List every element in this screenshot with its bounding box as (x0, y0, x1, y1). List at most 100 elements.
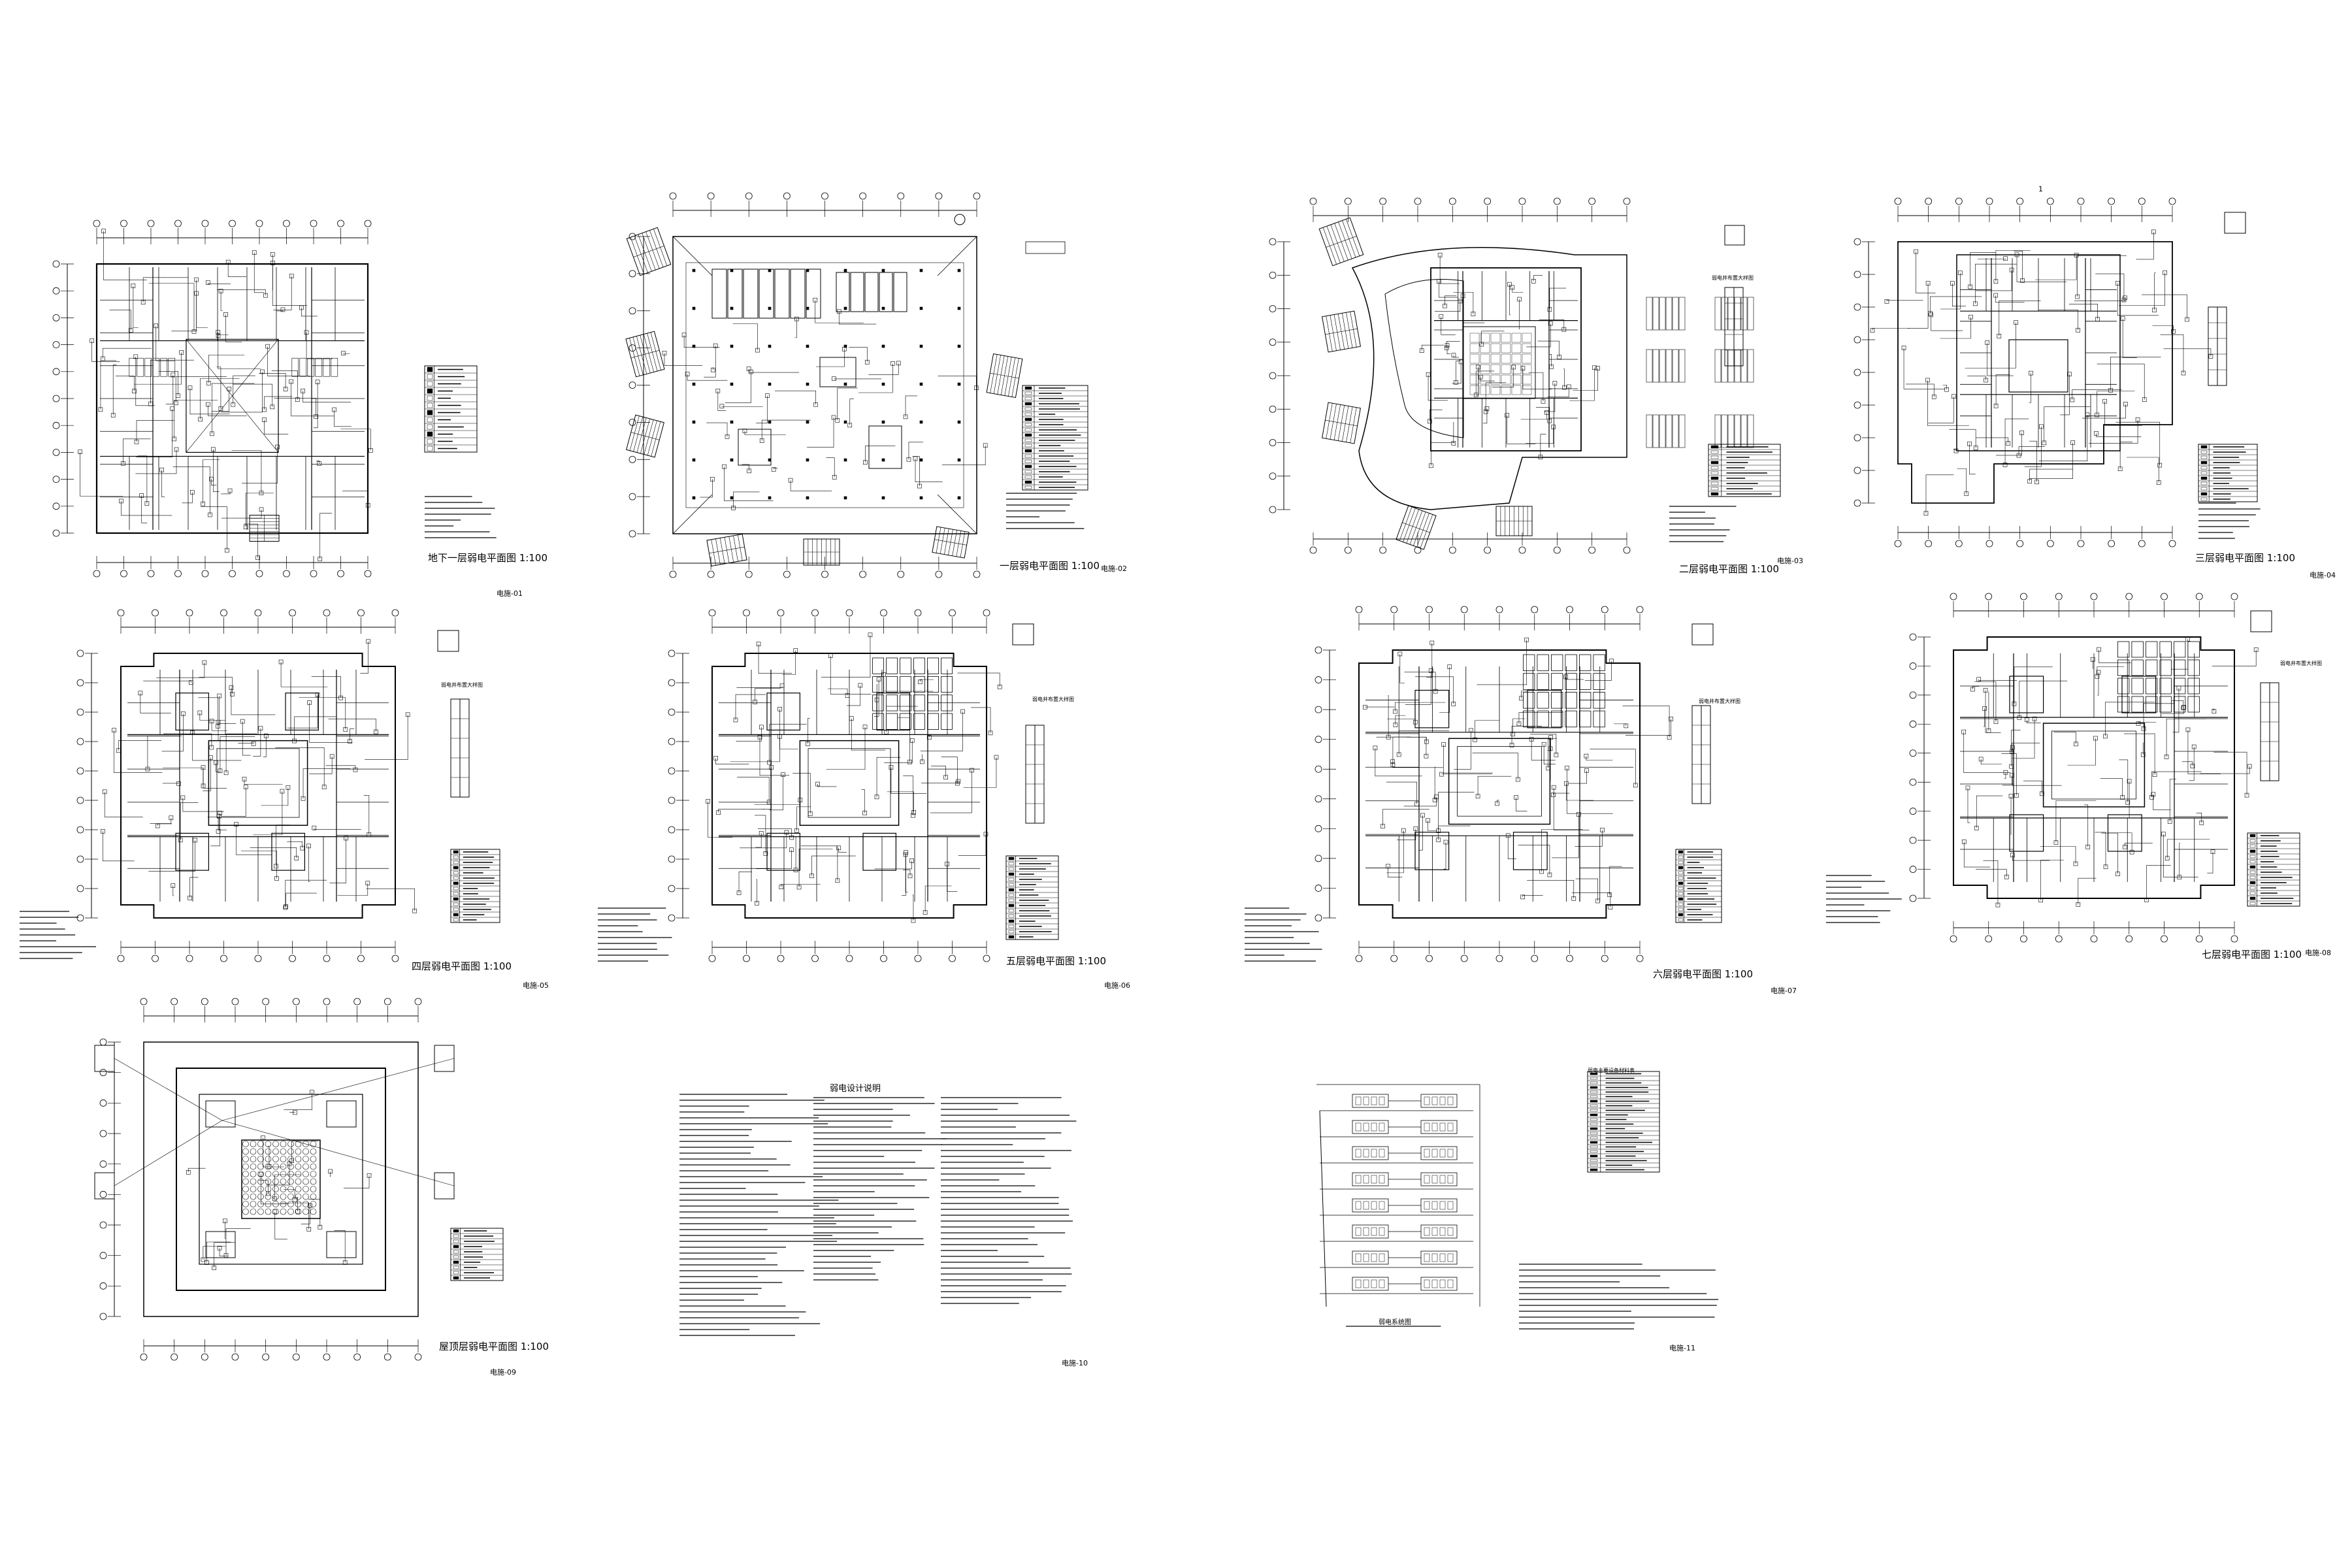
axis-bubble (1269, 271, 1277, 279)
cable-run (218, 816, 227, 830)
outlet-symbol (306, 843, 311, 849)
skylight-cell (250, 1141, 257, 1147)
cable-run (759, 737, 790, 776)
stair-group (986, 353, 1023, 399)
port-symbol (1379, 1201, 1385, 1210)
core-building (1430, 267, 1582, 451)
outlet-symbol (188, 896, 192, 900)
legend-symbol (2249, 875, 2256, 879)
axis-bubble (708, 609, 716, 617)
legend-symbol (1590, 1100, 1598, 1103)
legend-symbol (453, 1245, 459, 1249)
distribution-panel (1420, 1172, 1458, 1186)
workstation-block (1537, 654, 1549, 672)
outlet-symbol (206, 280, 210, 285)
outlet-symbol (2247, 764, 2252, 769)
outlet-symbol (314, 414, 319, 419)
outlet-symbol (832, 475, 837, 480)
outlet-symbol (2127, 779, 2132, 784)
column-mark (957, 344, 961, 348)
axis-bubble (1985, 197, 1993, 205)
cable-run (1590, 749, 1636, 785)
axis-bubble (1315, 855, 1322, 862)
cable-run (2029, 468, 2073, 482)
outlet-symbol (1439, 314, 1444, 319)
outlet-symbol (815, 781, 820, 787)
cable-run (274, 1211, 287, 1240)
outlet-symbol (2017, 715, 2022, 720)
axis-bubble (777, 609, 785, 617)
outlet-symbol (2103, 864, 2108, 870)
cable-run (769, 724, 807, 762)
cable-run (115, 376, 135, 391)
workstation-block (886, 713, 898, 730)
toilet-cubicle (144, 357, 152, 377)
outlet-symbol (2115, 872, 2120, 876)
cable-run (1609, 866, 1622, 895)
cable-run (826, 457, 835, 478)
outlet-symbol (169, 815, 174, 821)
workstation-block (913, 694, 925, 711)
legend-symbol (453, 913, 459, 917)
skylight-cell (242, 1193, 249, 1200)
outlet-symbol (240, 719, 245, 724)
port-symbol (1424, 1149, 1430, 1158)
legend-symbol (2200, 487, 2208, 491)
cable-run (2074, 297, 2125, 301)
cable-run (821, 634, 871, 678)
skylight-cell (272, 1163, 279, 1170)
legend-symbol (1024, 407, 1032, 411)
cable-run (1518, 712, 1563, 724)
outlet-symbol (1514, 795, 1518, 800)
legend-symbol (2249, 896, 2256, 900)
outlet-symbol (139, 493, 144, 498)
legend-symbol (1678, 918, 1684, 922)
axis-bubble (76, 826, 84, 834)
axis-bubble (859, 570, 867, 578)
axis-bubble (668, 708, 676, 716)
axis-bubble (323, 955, 331, 962)
outlet-symbol (344, 836, 348, 841)
axis-bubble (1344, 546, 1352, 554)
outlet-symbol (713, 343, 718, 348)
cable-run (2105, 702, 2155, 736)
axis-bubble (2230, 935, 2238, 943)
cable-run (301, 307, 318, 317)
cable-run (721, 406, 763, 407)
outlet-symbol (259, 507, 264, 512)
outlet-symbol (788, 478, 793, 483)
cable-run (2077, 255, 2127, 297)
port-symbol (1424, 1253, 1430, 1262)
outlet-symbol (832, 376, 836, 381)
outlet-symbol (813, 402, 818, 407)
axis-bubble (76, 914, 84, 922)
skylight-cell (280, 1193, 287, 1200)
roof-parapet (176, 1068, 386, 1291)
cable-run (2119, 759, 2129, 803)
outlet-symbol (725, 434, 730, 439)
outlet-symbol (906, 457, 911, 462)
workstation-block (1522, 710, 1535, 728)
outlet-symbol (2253, 647, 2259, 652)
cable-run (2095, 273, 2125, 301)
outlet-symbol (2152, 308, 2157, 312)
cable-run (208, 355, 245, 384)
skylight-cell (280, 1171, 287, 1177)
workstation-block (900, 657, 911, 674)
cable-run (1528, 372, 1544, 402)
axis-bubble (1518, 197, 1526, 205)
axis-bubble (1315, 765, 1322, 773)
cable-run (2072, 389, 2122, 400)
outlet-symbol (255, 555, 260, 561)
cable-run (1439, 255, 1460, 284)
axis-bubble (229, 570, 236, 578)
outlet-symbol (131, 284, 136, 288)
cable-run (733, 491, 760, 508)
cable-run (756, 395, 768, 423)
outlet-symbol (2053, 840, 2059, 845)
detail-callout (434, 1172, 455, 1200)
skylight-cell (287, 1171, 294, 1177)
legend-symbol (1008, 883, 1015, 887)
cable-run (314, 828, 361, 830)
outlet-symbol (1432, 798, 1437, 802)
